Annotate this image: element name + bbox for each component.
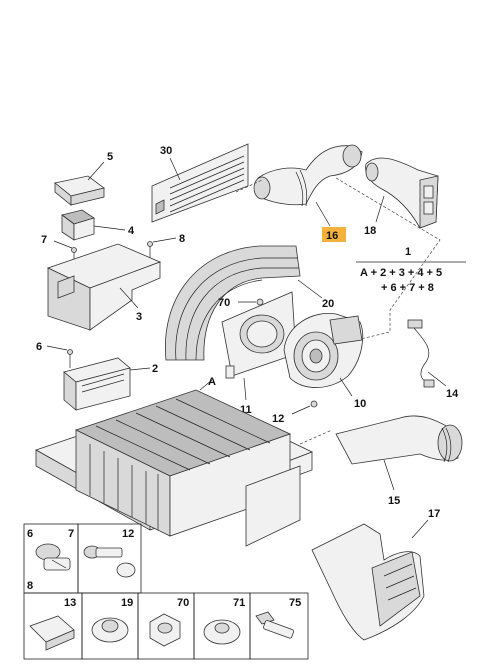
part-12-screw[interactable] (310, 400, 318, 408)
callout-16-highlight (322, 227, 346, 242)
part-70-screw[interactable] (256, 298, 264, 306)
kit-formula-line-1: A + 2 + 3 + 4 + 5 (360, 267, 442, 279)
callout-18: 18 (364, 225, 376, 237)
callout-11: 11 (240, 404, 252, 416)
callout-70: 70 (218, 297, 230, 309)
clip-icon (29, 615, 75, 651)
callout-10: 10 (354, 398, 366, 410)
part-A-battery-pack[interactable] (35, 389, 314, 547)
grid-cell-7-label: 7 (68, 528, 74, 540)
part-14-wiring-harness[interactable] (407, 319, 435, 388)
grid-cell-6-label: 6 (27, 528, 33, 540)
clip-nut-icon (91, 617, 129, 643)
part-10-blower-fan[interactable] (283, 312, 364, 388)
grid-cell-19-label: 19 (121, 597, 133, 609)
part-18-duct-outlet[interactable] (365, 157, 439, 229)
callout-4: 4 (128, 225, 135, 237)
callout-30: 30 (160, 145, 172, 157)
callout-1: 1 (405, 246, 411, 258)
grid-cell-75-label: 75 (289, 597, 301, 609)
flange-bolt-icon (255, 611, 295, 639)
grid-cell-70-label: 70 (177, 597, 189, 609)
push-rivet-icon (35, 543, 71, 571)
grid-cell-8-label: 8 (27, 580, 33, 592)
grid-cell-12-label: 12 (122, 528, 134, 540)
callout-3: 3 (136, 311, 142, 323)
part-15-elbow-duct[interactable] (335, 415, 463, 465)
callout-A: A (208, 376, 216, 388)
kit-formula-line-2: + 6 + 7 + 8 (381, 282, 434, 294)
callout-15: 15 (388, 495, 400, 507)
part-3-bracket[interactable] (46, 243, 162, 331)
callout-14: 14 (446, 388, 459, 400)
hex-nut-icon (149, 613, 181, 647)
part-11-mounting-plate[interactable] (221, 291, 297, 379)
callout-6: 6 (36, 341, 42, 353)
part-17-lower-duct[interactable] (311, 523, 425, 641)
part-6-screw[interactable] (67, 349, 73, 369)
callout-17: 17 (428, 508, 440, 520)
callout-8: 8 (179, 233, 185, 245)
callout-12: 12 (272, 413, 284, 425)
callout-2: 2 (152, 363, 158, 375)
part-5-cover[interactable] (54, 175, 105, 206)
grid-cell-71-label: 71 (233, 597, 245, 609)
screw-icon (83, 545, 136, 578)
callout-20: 20 (322, 298, 334, 310)
callout-7: 7 (41, 234, 47, 246)
part-20-foam-duct[interactable] (164, 245, 301, 361)
part-2-control-module[interactable] (63, 357, 131, 411)
part-4-connector[interactable] (61, 209, 95, 241)
grid-cell-13-label: 13 (64, 597, 76, 609)
fastener-grid (23, 523, 309, 660)
callout-16: 16 (326, 230, 338, 242)
washer-nut-icon (203, 619, 241, 645)
part-30-warning-label[interactable] (151, 143, 249, 223)
part-16-air-duct[interactable] (253, 144, 363, 207)
callout-5: 5 (107, 151, 113, 163)
